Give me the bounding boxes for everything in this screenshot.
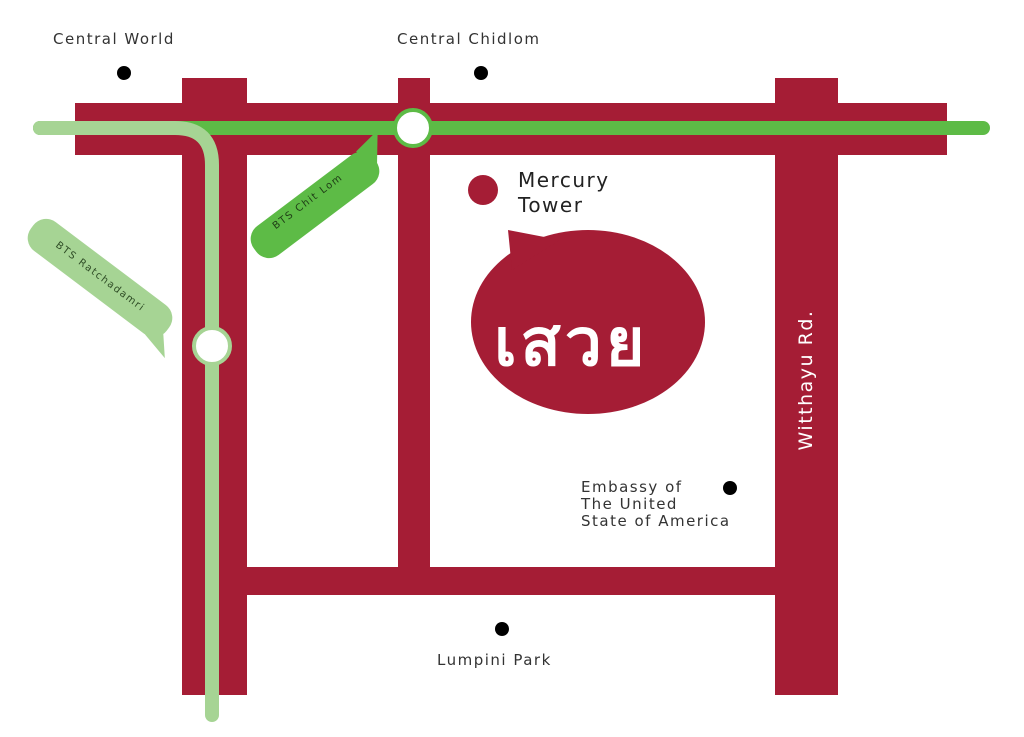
central-world-dot-icon — [117, 66, 131, 80]
central-chidlom-label: Central Chidlom — [397, 30, 541, 48]
embassy-line3: State of America — [581, 512, 731, 530]
sawoei-logo-text: เสวย — [494, 304, 649, 381]
bts-silom-line — [33, 121, 219, 722]
witthayu-road-label: Witthayu Rd. — [795, 309, 817, 451]
witthayu-road — [775, 78, 838, 695]
middle-road — [398, 78, 430, 568]
embassy-label: Embassy of The United State of America — [581, 479, 731, 530]
embassy-line1: Embassy of — [581, 478, 683, 496]
embassy-dot-icon — [723, 481, 737, 495]
bottom-road — [247, 567, 775, 595]
lumpini-park-label: Lumpini Park — [437, 651, 552, 669]
lumpini-park-dot-icon — [495, 622, 509, 636]
mercury-tower-marker-icon — [468, 175, 498, 205]
chit-lom-station-icon — [393, 108, 433, 148]
mercury-tower-line2: Tower — [518, 193, 584, 217]
embassy-line2: The United — [581, 495, 678, 513]
ratchadamri-label-bubble — [27, 218, 173, 359]
sawoei-logo-bubble — [471, 230, 705, 414]
mercury-tower-line1: Mercury — [518, 168, 610, 192]
ratchadamri-station-icon — [192, 326, 232, 366]
logo-bubble-tail — [508, 230, 560, 270]
mercury-tower-label: Mercury Tower — [518, 168, 610, 218]
central-chidlom-dot-icon — [474, 66, 488, 80]
chit-lom-label-bubble — [250, 130, 380, 259]
central-world-label: Central World — [53, 30, 175, 48]
